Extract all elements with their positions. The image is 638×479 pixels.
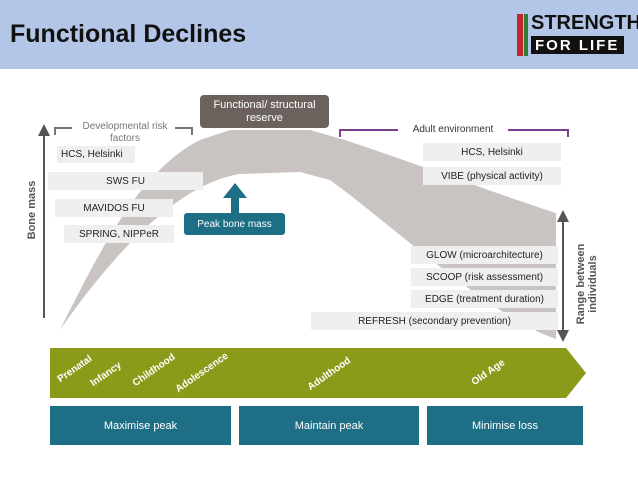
goal-minimise-loss: Minimise loss xyxy=(427,406,583,445)
logo-red-bar xyxy=(517,14,523,56)
slide-title: Functional Declines xyxy=(10,20,247,48)
study-mavidos-fu: MAVIDOS FU xyxy=(55,199,173,217)
adult-bracket xyxy=(339,129,569,137)
range-label: Range between individuals xyxy=(575,243,599,325)
study-scoop: SCOOP (risk assessment) xyxy=(411,268,558,286)
peak-arrow-stem xyxy=(231,196,239,214)
study-hcs-helsinki-adult: HCS, Helsinki xyxy=(423,143,561,161)
peak-arrow-head xyxy=(223,183,247,198)
developmental-bracket xyxy=(54,127,193,135)
goal-maintain-peak: Maintain peak xyxy=(239,406,419,445)
study-refresh: REFRESH (secondary prevention) xyxy=(311,312,558,330)
study-glow: GLOW (microarchitecture) xyxy=(411,246,558,264)
logo-text-for-life: FOR LIFE xyxy=(535,37,620,54)
y-axis-arrowhead xyxy=(38,124,50,136)
range-arrowhead-bottom xyxy=(557,330,569,342)
developmental-heading: Developmental risk factors xyxy=(82,121,168,144)
logo-text-background xyxy=(531,36,624,54)
adult-heading: Adult environment xyxy=(412,124,494,135)
range-arrowhead-top xyxy=(557,210,569,222)
goal-maximise-peak: Maximise peak xyxy=(50,406,231,445)
study-hcs-helsinki-dev: HCS, Helsinki xyxy=(57,146,135,163)
logo-text-strength: STRENGTH xyxy=(531,12,638,34)
study-vibe: VIBE (physical activity) xyxy=(423,167,561,185)
study-spring-nipper: SPRING, NIPPeR xyxy=(64,225,174,243)
strength-for-life-logo: STRENGTH FOR LIFE xyxy=(517,12,638,58)
header-bar: Functional Declines STRENGTH FOR LIFE xyxy=(0,0,638,69)
functional-reserve-box: Functional/ structural reserve xyxy=(200,95,329,128)
peak-bone-mass-box: Peak bone mass xyxy=(184,213,285,235)
study-sws-fu: SWS FU xyxy=(48,172,203,190)
logo-green-bar xyxy=(524,14,528,56)
y-axis-label: Bone mass xyxy=(26,180,38,240)
life-stage-arrow xyxy=(50,348,586,398)
study-edge: EDGE (treatment duration) xyxy=(411,290,558,308)
